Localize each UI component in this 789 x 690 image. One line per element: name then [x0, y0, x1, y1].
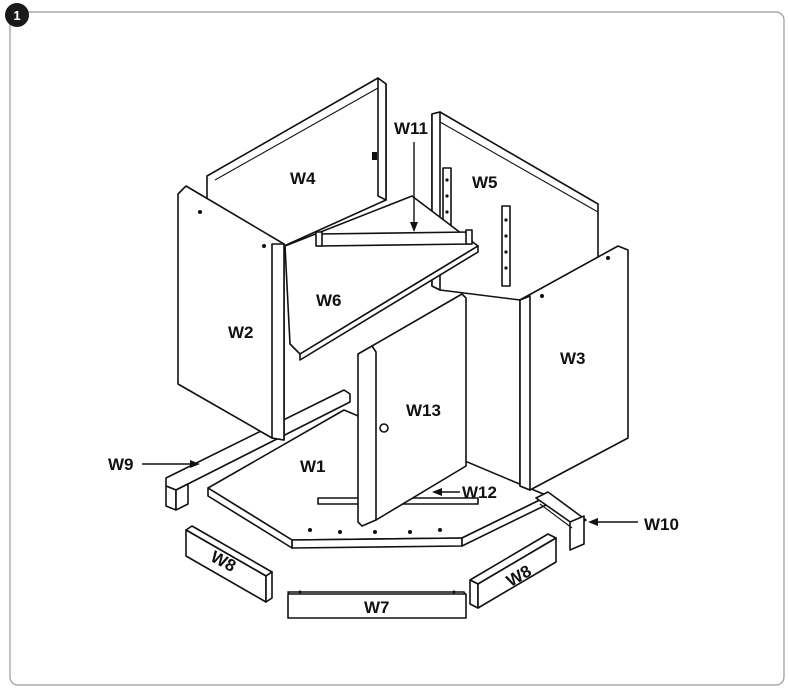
label-w9: W9	[108, 455, 134, 474]
arrow-w10	[588, 518, 638, 526]
panel-w3	[519, 245, 629, 491]
label-w7: W7	[364, 598, 390, 617]
label-w3: W3	[560, 349, 586, 368]
panel-w2	[177, 185, 285, 441]
shelf-w6	[284, 195, 479, 361]
label-w4: W4	[290, 169, 316, 188]
label-w11: W11	[394, 119, 428, 138]
plinth-w8-left	[185, 525, 273, 603]
label-w13: W13	[406, 401, 441, 420]
step-badge: 1	[5, 3, 29, 27]
label-w1: W1	[300, 457, 326, 476]
plinth-w7	[287, 590, 467, 619]
label-w5: W5	[472, 173, 498, 192]
rail-w11	[315, 229, 473, 247]
label-w10: W10	[644, 515, 679, 534]
label-w12: W12	[462, 483, 497, 502]
arrow-w11	[410, 142, 418, 232]
plinth-w8-right	[469, 533, 557, 609]
door-w13	[357, 293, 467, 527]
base-rail-w10	[535, 491, 587, 551]
arrow-w9	[142, 460, 200, 468]
base-rail-w9	[165, 389, 351, 511]
arrow-w12	[432, 488, 460, 496]
label-w2: W2	[228, 323, 254, 342]
step-number: 1	[13, 8, 20, 23]
label-w6: W6	[316, 291, 342, 310]
diagram-frame	[9, 11, 785, 686]
